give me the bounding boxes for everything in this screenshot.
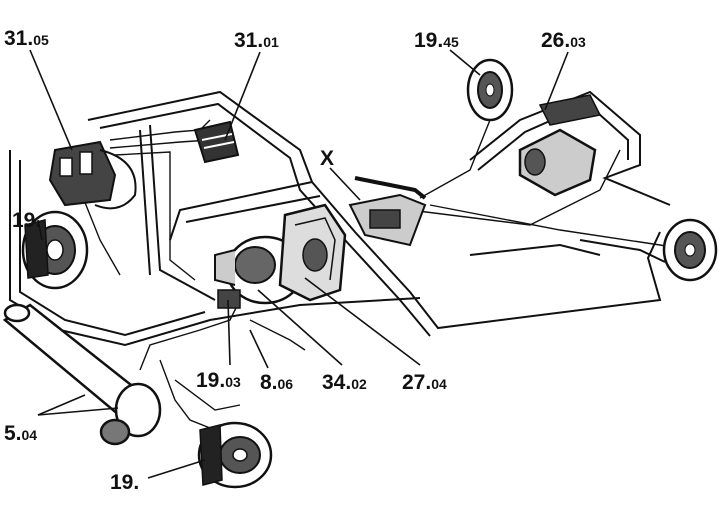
- label-19-left: 19.: [12, 210, 41, 231]
- label-8-06: 8.06: [260, 372, 293, 393]
- label-5-04: 5.04: [4, 423, 37, 444]
- label-19-45-main: 19.: [414, 29, 444, 52]
- master-cylinder-assembly: [48, 140, 137, 210]
- label-19-45-sub: 45: [443, 34, 459, 50]
- leader-lines: [29, 49, 569, 479]
- label-27-04: 27.04: [402, 372, 447, 393]
- label-19-45: 19.45: [414, 30, 459, 51]
- label-34-02-main: 34.: [322, 371, 352, 394]
- label-19-03: 19.03: [196, 370, 241, 391]
- label-27-04-sub: 04: [431, 376, 447, 392]
- rear-right-drum-brake: [662, 218, 718, 282]
- drive-shaft-tube: [2, 303, 162, 446]
- label-5-04-main: 5.: [4, 422, 22, 445]
- label-34-02-sub: 02: [351, 376, 367, 392]
- parking-brake-lever: [348, 176, 427, 247]
- label-34-02: 34.02: [322, 372, 367, 393]
- label-x-main: X: [320, 147, 335, 170]
- label-19-left-main: 19.: [12, 209, 42, 232]
- front-left-disc-brake: [21, 210, 89, 290]
- brake-lines: [79, 94, 691, 429]
- label-27-04-main: 27.: [402, 371, 432, 394]
- label-19-bottom: 19.: [110, 472, 139, 493]
- label-5-04-sub: 04: [21, 427, 38, 443]
- label-26-03: 26.03: [541, 30, 586, 51]
- label-19-bottom-main: 19.: [110, 471, 140, 494]
- label-31-05-sub: 05: [33, 32, 49, 48]
- chassis-frame: [9, 90, 671, 347]
- label-31-01-sub: 01: [263, 34, 279, 50]
- abs-control-unit: [193, 120, 240, 164]
- rear-differential: [518, 94, 602, 197]
- rear-left-drum-brake: [466, 58, 514, 122]
- label-x: X: [320, 148, 334, 169]
- label-31-05: 31.05: [4, 28, 49, 49]
- label-19-03-sub: 03: [225, 374, 241, 390]
- label-8-06-main: 8.: [260, 371, 278, 394]
- label-26-03-sub: 03: [570, 34, 586, 50]
- label-31-05-main: 31.: [4, 27, 34, 50]
- transmission-housing: [278, 203, 347, 302]
- label-26-03-main: 26.: [541, 29, 571, 52]
- front-right-disc-brake: [197, 421, 273, 489]
- label-19-03-main: 19.: [196, 369, 226, 392]
- label-31-01: 31.01: [234, 30, 279, 51]
- label-31-01-main: 31.: [234, 29, 264, 52]
- label-8-06-sub: 06: [277, 376, 294, 392]
